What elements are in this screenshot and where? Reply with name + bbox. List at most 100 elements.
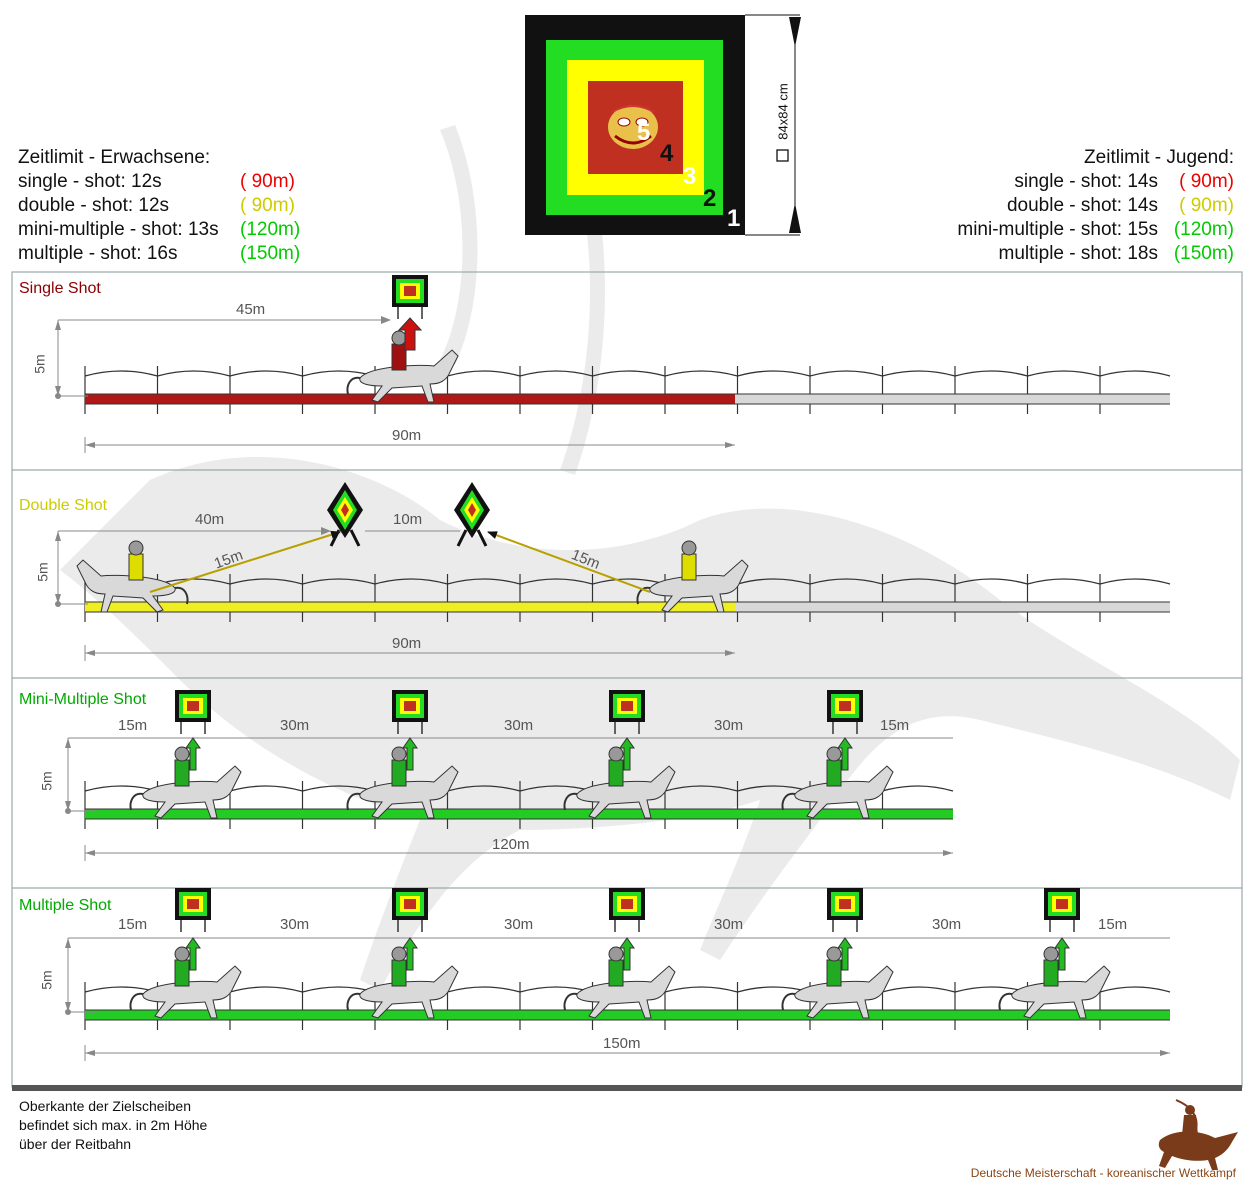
note-line: Oberkante der Zielscheiben xyxy=(19,1098,191,1114)
rider-head-icon xyxy=(128,540,144,556)
dim-label: 15m xyxy=(118,916,148,933)
dim-label: 30m xyxy=(714,916,744,933)
shot-arrow-icon xyxy=(1054,937,1070,971)
shot-arrow-icon xyxy=(185,937,201,971)
target-center xyxy=(341,503,349,517)
riding-lane xyxy=(85,602,735,612)
height-label: 5m xyxy=(31,354,48,374)
horse-icon xyxy=(649,559,749,613)
dimension-arrow xyxy=(85,1050,95,1056)
section-title-double: Double Shot xyxy=(19,497,108,514)
horse-tail-icon xyxy=(563,992,578,1011)
rider-head-icon xyxy=(391,946,407,962)
adults-time-title: Zeitlimit - Erwachsene: xyxy=(18,147,211,168)
dimension-arrow xyxy=(55,386,61,396)
target-dimension-label: 84x84 cm xyxy=(775,83,791,140)
shot-arrow-icon xyxy=(837,937,853,971)
youth-row-label: mini-multiple - shot: 15s xyxy=(957,219,1158,240)
rider-icon xyxy=(129,946,242,1019)
course-bottom-bar xyxy=(12,1085,1242,1091)
dimension-arrow xyxy=(85,442,95,448)
dimension-arrow xyxy=(55,531,61,541)
adults-row-label: double - shot: 12s xyxy=(18,195,170,216)
rider-body-icon xyxy=(608,959,624,987)
dim-label: 15m xyxy=(1098,916,1128,933)
horse-icon xyxy=(76,559,176,613)
target-post xyxy=(349,529,361,547)
ring-number-4: 4 xyxy=(660,140,674,167)
horse-icon xyxy=(359,965,459,1019)
dim-label: 120m xyxy=(492,836,530,853)
rider-icon xyxy=(76,540,189,613)
horse-tail-icon xyxy=(781,792,796,811)
horse-icon xyxy=(359,349,459,403)
rider-icon xyxy=(346,946,459,1019)
rider-body-icon xyxy=(128,553,144,581)
rider-head-icon xyxy=(174,746,190,762)
shot-arrow-icon xyxy=(837,737,853,771)
horse-tail-icon xyxy=(636,586,651,605)
target-center xyxy=(621,701,633,711)
riding-lane xyxy=(85,809,953,819)
rider-body-icon xyxy=(391,959,407,987)
note-line: über der Reitbahn xyxy=(19,1136,132,1152)
rider-head-icon xyxy=(174,946,190,962)
youth-row-distance: ( 90m) xyxy=(1179,195,1234,216)
target-center xyxy=(468,503,476,517)
height-label: 5m xyxy=(38,771,55,791)
rider-body-icon xyxy=(681,553,697,581)
riding-lane-unused xyxy=(735,602,1170,612)
dimension-arrow xyxy=(85,850,95,856)
ring-number-1: 1 xyxy=(727,205,741,232)
dim-label: 90m xyxy=(392,635,422,652)
rider-icon xyxy=(781,946,894,1019)
riding-lane xyxy=(85,394,735,404)
small-target-icon xyxy=(609,690,645,734)
youth-row-distance: (120m) xyxy=(1173,219,1234,240)
height-label: 5m xyxy=(38,970,55,990)
small-target-icon xyxy=(827,888,863,932)
shot-arrow-icon xyxy=(397,317,423,351)
horse-tail-icon xyxy=(129,792,144,811)
adults-row-distance: (120m) xyxy=(240,219,301,240)
small-target-icon xyxy=(392,690,428,734)
shot-arrow-icon xyxy=(619,737,635,771)
rider-icon xyxy=(563,946,676,1019)
horse-tail-icon xyxy=(781,992,796,1011)
rider-icon xyxy=(563,746,676,819)
rider-body-icon xyxy=(608,759,624,787)
horse-tail-icon xyxy=(174,586,189,605)
dimension-arrow xyxy=(725,442,735,448)
rider-icon xyxy=(998,946,1111,1019)
horse-icon xyxy=(1011,965,1111,1019)
youth-row-distance: (150m) xyxy=(1173,243,1234,264)
shot-arrow-icon xyxy=(402,937,418,971)
shot-arrow-icon xyxy=(619,937,635,971)
adults-row-distance: ( 90m) xyxy=(240,195,295,216)
dim-label: 150m xyxy=(603,1035,641,1052)
small-target-icon xyxy=(827,690,863,734)
rider-head-icon xyxy=(681,540,697,556)
target-center xyxy=(839,899,851,909)
section-title-single: Single Shot xyxy=(19,280,101,297)
ring-number-5: 5 xyxy=(637,119,651,146)
rider-head-icon xyxy=(608,746,624,762)
dimension-arrow xyxy=(65,1002,71,1012)
target-center xyxy=(839,701,851,711)
logo-rider-icon xyxy=(1158,1099,1238,1170)
dim-label: 30m xyxy=(280,916,310,933)
target-face-icon xyxy=(608,105,658,149)
riding-lane xyxy=(85,1010,1170,1020)
target-post xyxy=(456,529,468,547)
target-center xyxy=(404,286,416,296)
dim-label: 30m xyxy=(504,717,534,734)
rider-icon xyxy=(129,746,242,819)
rider-icon xyxy=(781,746,894,819)
rider-icon xyxy=(636,540,749,613)
dim-label: 30m xyxy=(932,916,962,933)
rider-head-icon xyxy=(391,330,407,346)
target-center xyxy=(404,701,416,711)
fence-rope xyxy=(84,370,1171,377)
shot-arrow-icon xyxy=(487,531,651,593)
